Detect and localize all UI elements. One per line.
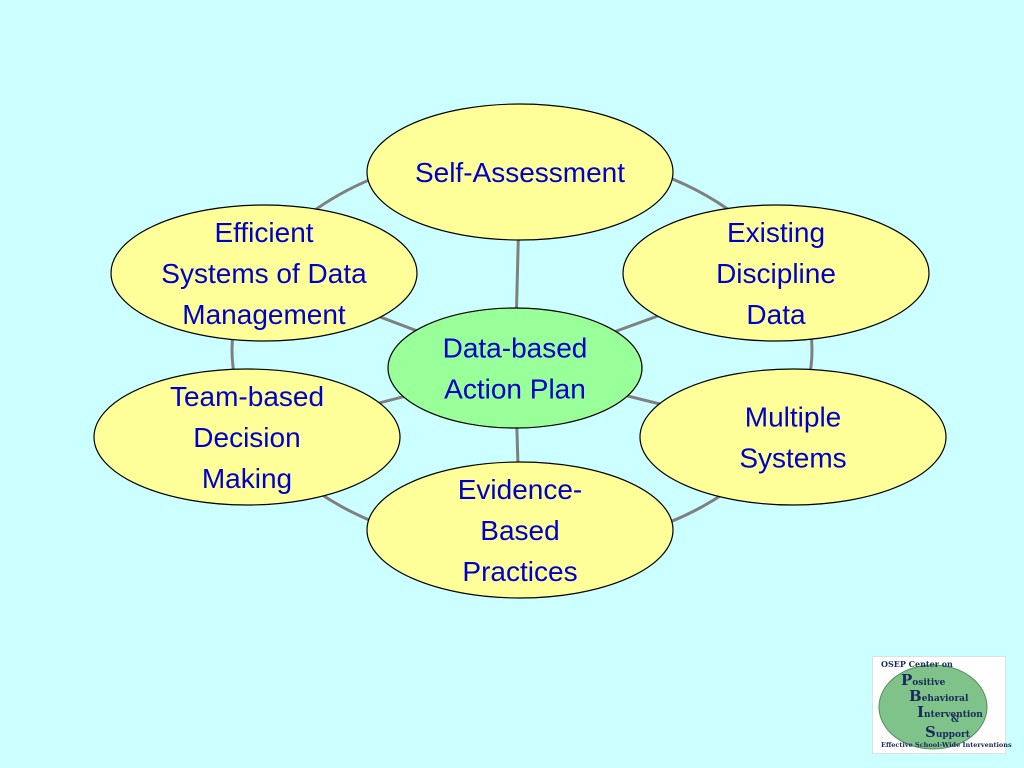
node-label-center-1: Action Plan (444, 374, 586, 405)
node-shape-self-assessment (366, 103, 674, 241)
logo-word-1: ehavioral (921, 694, 969, 704)
logo-header: OSEP Center on (881, 659, 953, 669)
logo-line-4: Support (925, 723, 970, 741)
logo-initial-4: S (925, 723, 936, 741)
node-label-efficient-systems-2: Management (182, 299, 346, 330)
node-label-center-0: Data-based (443, 333, 588, 364)
node-shape-evidence-based-practices (366, 461, 674, 599)
logo-word-2: ntervention (924, 710, 983, 720)
logo-word-0: ositive (912, 678, 946, 688)
node-shape-team-based-decision-making (93, 368, 401, 506)
logo-word-4: upport (935, 730, 970, 740)
node-label-team-based-decision-making-0: Team-based (170, 381, 324, 412)
pbis-logo-emblem (878, 664, 988, 750)
node-label-multiple-systems-0: Multiple (745, 402, 841, 433)
logo-line-2: Intervention (917, 703, 983, 721)
node-label-evidence-based-practices-2: Practices (462, 556, 577, 587)
logo-line-1: Behavioral (909, 687, 968, 705)
node-label-self-assessment-0: Self-Assessment (415, 157, 625, 188)
node-label-evidence-based-practices-0: Evidence- (458, 474, 583, 505)
node-label-evidence-based-practices-1: Based (480, 515, 559, 546)
node-label-existing-discipline-data-0: Existing (727, 217, 825, 248)
logo-initial-2: I (917, 703, 925, 721)
logo-initial-1: B (909, 687, 922, 705)
node-label-efficient-systems-0: Efficient (214, 217, 313, 248)
node-label-existing-discipline-data-2: Data (746, 299, 806, 330)
node-label-efficient-systems-1: Systems of Data (161, 258, 367, 289)
node-label-existing-discipline-data-1: Discipline (716, 258, 836, 289)
logo-word-3: & (951, 715, 960, 725)
node-shape-center (387, 307, 643, 429)
logo-line-0: Positive (901, 671, 945, 689)
node-self-assessment: Self-Assessment (366, 103, 674, 241)
diagram-nodes: Self-AssessmentExistingDisciplineDataMul… (93, 103, 947, 599)
node-shape-multiple-systems (639, 368, 947, 506)
node-label-team-based-decision-making-1: Decision (193, 422, 300, 453)
node-shape-existing-discipline-data (622, 204, 930, 342)
node-shape-efficient-systems (110, 204, 418, 342)
node-label-multiple-systems-1: Systems (739, 443, 846, 474)
logo-line-3: & (951, 715, 959, 725)
logo-initial-0: P (901, 671, 913, 689)
node-label-team-based-decision-making-2: Making (202, 463, 292, 494)
logo-footer: Effective School-Wide Interventions (881, 741, 1012, 749)
